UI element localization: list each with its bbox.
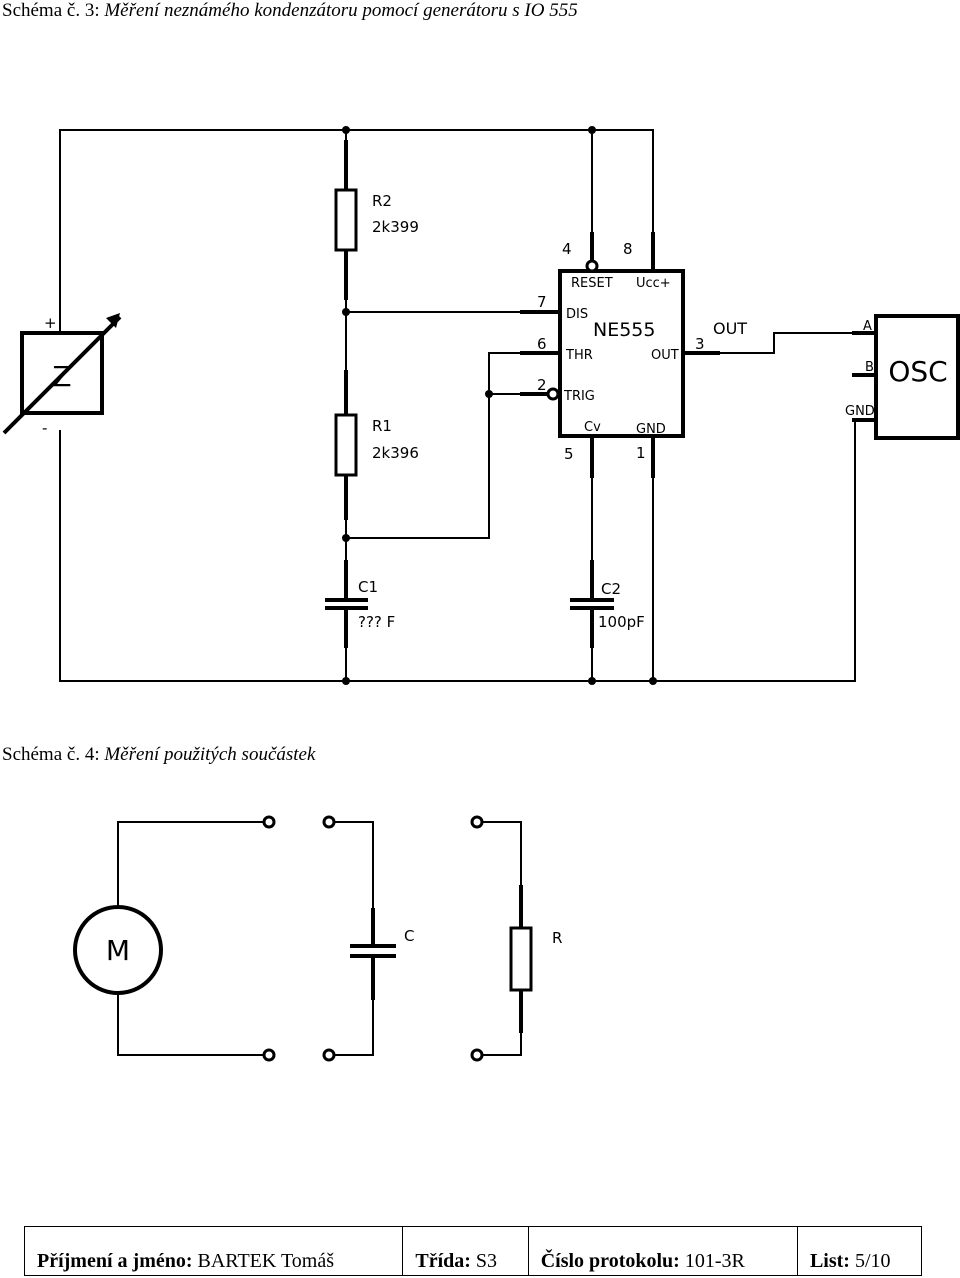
pin-out-label: OUT [651,348,679,363]
pin-trig-label: TRIG [563,389,595,404]
resistor-r: R [509,885,562,1033]
osc-input-gnd: GND [845,404,875,419]
pin-dis-label: DIS [566,307,588,322]
ic-name: NE555 [593,319,655,341]
c1-value: ??? F [358,613,395,631]
r1-name: R1 [372,417,392,435]
pin-number-3: 3 [695,335,705,353]
footer-name-cell: Příjmení a jméno: BARTEK Tomáš [23,1226,404,1276]
osc-label: OSC [888,355,947,388]
schema3-wires [59,129,876,682]
pin-number-1: 1 [636,444,646,462]
schema4-terminals [262,815,484,1062]
out-label: OUT [713,319,747,338]
footer-class-label: Třída: [415,1250,471,1272]
wire-bottom-rail [59,419,876,682]
ic-ne555: NE555 RESET Ucc+ DIS THR TRIG OUT Cv GND… [537,240,747,463]
osc-input-b: B [865,360,874,375]
capacitor-c1: C1 ??? F [325,560,395,648]
pin-number-7: 7 [537,293,547,311]
pin-reset-label: RESET [571,276,613,291]
footer-protocol-cell: Číslo protokolu: 101-3R [527,1226,798,1276]
pin-thr-label: THR [565,348,593,363]
pin-number-5: 5 [564,445,574,463]
footer-name-value: BARTEK Tomáš [197,1250,334,1272]
r2-name: R2 [372,192,392,210]
footer-class-cell: Třída: S3 [402,1226,529,1276]
footer-protocol-value: 101-3R [684,1250,745,1272]
capacitor-c2: C2 100pF [570,560,645,648]
source-z-label: Z [52,360,71,393]
capacitor-c-label: C [404,927,414,945]
schema4-title: Měření použitých součástek [104,744,316,765]
pin-number-2: 2 [537,376,547,394]
c2-name: C2 [601,580,621,598]
resistor-r-label: R [552,929,562,947]
oscilloscope: OSC A B GND [845,314,960,440]
osc-input-a: A [863,319,872,334]
footer-name-label: Příjmení a jméno: [37,1250,193,1272]
footer-sheet-value: 5/10 [854,1250,891,1272]
pin-number-8: 8 [623,240,633,258]
r1-value: 2k396 [372,444,419,462]
resistor-r1: R1 2k396 [334,370,419,520]
pin-cv-label: Cv [584,420,601,435]
pin-ucc-label: Ucc+ [636,276,671,291]
wire-out [683,332,876,354]
pin-number-6: 6 [537,335,547,353]
meter-label: M [106,934,130,967]
schema3-prefix: Schéma č. 3: [2,0,105,21]
footer-sheet-cell: List: 5/10 [796,1226,923,1276]
pin-gnd-label: GND [636,422,666,437]
pin-number-4: 4 [562,240,572,258]
r2-value: 2k399 [372,218,419,236]
schema4-wires [117,821,522,1056]
c1-name: C1 [358,578,378,596]
footer-protocol-label: Číslo protokolu: [540,1250,680,1272]
meter-m: M [73,905,163,995]
resistor-r2: R2 2k399 [334,140,419,300]
c2-value: 100pF [598,613,645,631]
footer-class-value: S3 [475,1250,498,1272]
junction-dots [342,126,657,685]
schema3-caption: Schéma č. 3: Měření neznámého kondenzáto… [2,0,578,22]
schema3-title: Měření neznámého kondenzátoru pomocí gen… [104,0,578,21]
schema4-caption: Schéma č. 4: Měření použitých součástek [2,744,315,766]
schema4-prefix: Schéma č. 4: [2,744,105,765]
footer-sheet-label: List: [809,1250,850,1272]
wire-top-rail [59,129,654,410]
source-plus: + [44,314,57,332]
ic-pin-stubs [520,232,876,478]
protocol-footer: Příjmení a jméno: BARTEK Tomáš Třída: S3… [23,1226,923,1276]
source-z: Z + - [2,313,122,437]
source-minus: - [42,419,47,437]
capacitor-c: C [350,908,414,1000]
